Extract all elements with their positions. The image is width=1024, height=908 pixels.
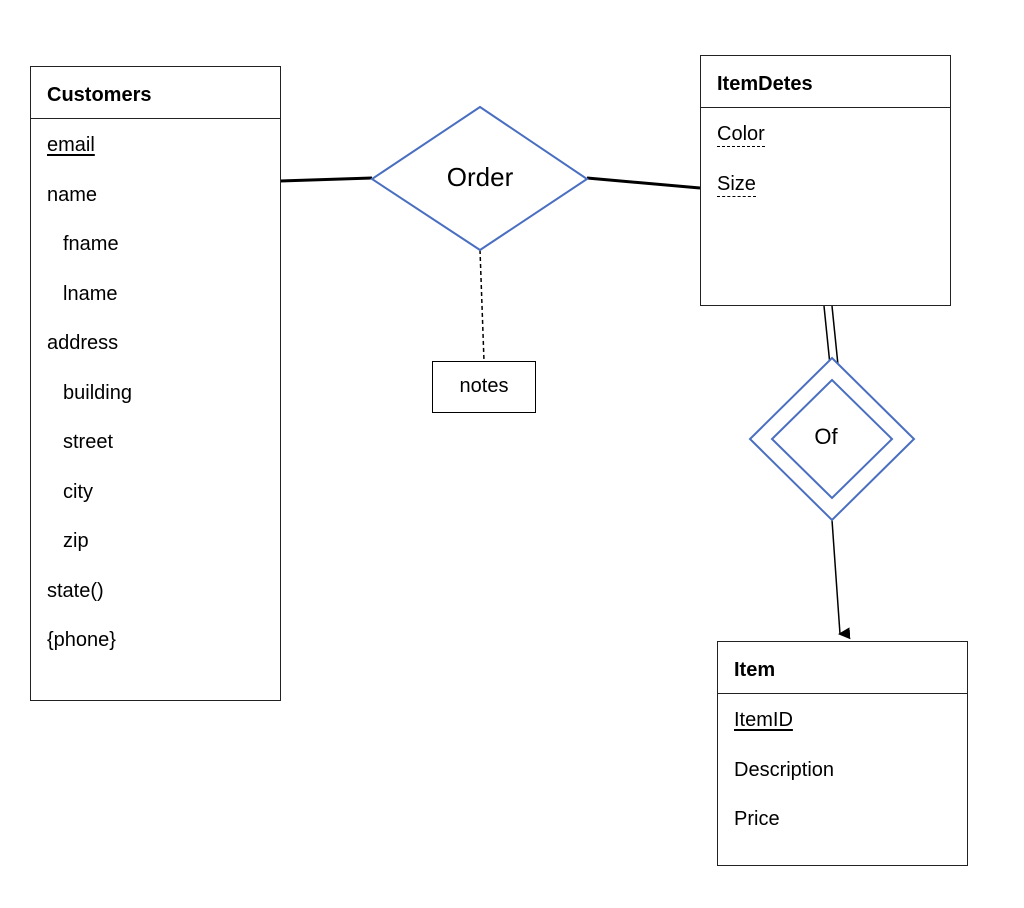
attribute-label: state() — [47, 579, 104, 602]
connector-of-item-arrow — [831, 519, 851, 640]
attribute-label: building — [63, 381, 132, 404]
customers-entity-title: Customers — [31, 67, 280, 119]
customers-entity[interactable]: Customers email name fname lname address buil… — [30, 66, 281, 701]
attribute-label: name — [47, 183, 98, 206]
attribute-label: Price — [734, 808, 780, 830]
attribute-label: lname — [63, 282, 118, 305]
attribute-item: Color — [701, 120, 950, 170]
partial-key-attribute-label: Color — [717, 123, 765, 147]
connector-itemdetes-of-inner — [831, 305, 839, 366]
customers-attribute-list: email name fname lname address building street… — [31, 119, 280, 676]
attribute-label: address — [47, 332, 119, 354]
connector-order-itemdetes — [586, 176, 701, 190]
attribute-label: Description — [734, 758, 835, 781]
attribute-label: street — [63, 431, 114, 453]
order-relationship-diamond[interactable] — [370, 105, 589, 252]
attribute-item: state() — [31, 577, 280, 627]
attribute-item: city — [31, 478, 280, 528]
key-attribute-label: ItemID — [734, 709, 793, 731]
attribute-label: {phone} — [47, 629, 116, 651]
notes-attribute-box[interactable]: notes — [432, 361, 536, 413]
attribute-label: zip — [63, 530, 89, 552]
attribute-item: lname — [31, 280, 280, 330]
attribute-label: city — [63, 480, 93, 503]
attribute-item: Description — [718, 756, 967, 806]
attribute-item: street — [31, 428, 280, 478]
attribute-item: fname — [31, 230, 280, 280]
attribute-item: {phone} — [31, 626, 280, 676]
attribute-label: fname — [63, 233, 119, 255]
attribute-item: building — [31, 379, 280, 429]
attribute-item: email — [31, 131, 280, 181]
attribute-item: address — [31, 329, 280, 379]
notes-attribute-label: notes — [459, 375, 509, 397]
of-relationship-label: Of — [814, 424, 838, 449]
connector-order-notes — [479, 249, 485, 362]
key-attribute-label: email — [47, 134, 95, 156]
attribute-item: zip — [31, 527, 280, 577]
attribute-item: Size — [701, 170, 950, 220]
connector-customers-order — [279, 176, 373, 183]
itemdetes-entity-title: ItemDetes — [701, 56, 950, 108]
item-entity-title: Item — [718, 642, 967, 694]
attribute-item: Price — [718, 805, 967, 855]
order-relationship-label: Order — [446, 162, 514, 192]
connector-itemdetes-of-outer — [823, 305, 831, 366]
attribute-item: name — [31, 181, 280, 231]
of-relationship-inner-diamond — [770, 378, 894, 500]
partial-key-attribute-label: Size — [717, 172, 756, 197]
attribute-item: ItemID — [718, 706, 967, 756]
